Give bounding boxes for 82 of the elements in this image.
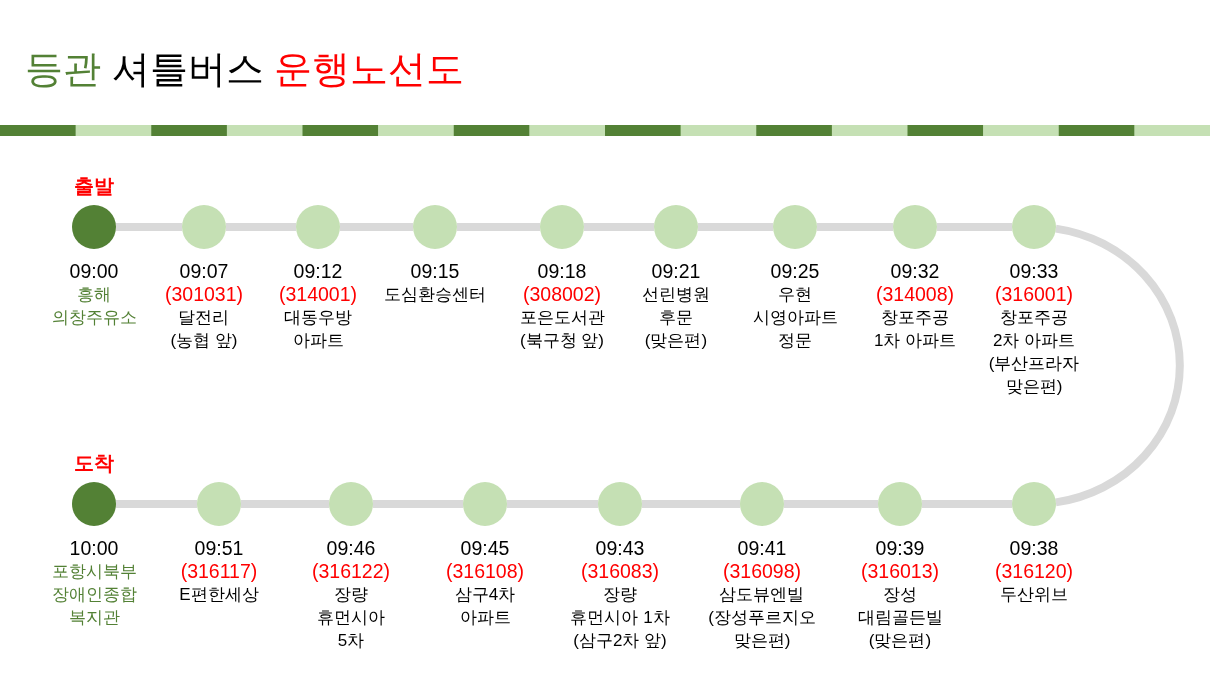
stop-circle <box>296 205 340 249</box>
stop-name: 장량 휴먼시아 5차 <box>317 584 385 652</box>
time-label: 09:38 <box>1009 537 1059 560</box>
stop-circle <box>893 205 937 249</box>
stop-name: 창포주공 2차 아파트 (부산프라자 맞은편) <box>988 307 1080 398</box>
stop-code: (316083) <box>580 560 660 583</box>
stop-code: (314008) <box>875 283 955 306</box>
stop-name: 장량 휴먼시아 1차 (삼구2차 앞) <box>570 584 670 652</box>
stop-circle <box>413 205 457 249</box>
stop-circle <box>463 482 507 526</box>
stop-code: (316117) <box>180 560 258 583</box>
stop-circle <box>1012 482 1056 526</box>
route-line <box>457 223 540 231</box>
stop-code: (308002) <box>522 283 602 306</box>
stop-name: 선린병원 후문 (맞은편) <box>642 284 710 352</box>
time-label: 10:00 <box>69 537 119 560</box>
stop-circle <box>878 482 922 526</box>
stop-name: 삼도뷰엔빌 (장성푸르지오 맞은편) <box>708 584 816 652</box>
stop-circle <box>72 482 116 526</box>
route-line <box>116 223 182 231</box>
time-label: 09:33 <box>1009 260 1059 283</box>
terminal-label: 출발 <box>74 174 114 199</box>
time-label: 09:15 <box>410 260 460 283</box>
time-label: 09:18 <box>537 260 587 283</box>
title: 등관 셔틀버스 운행노선도 <box>25 47 465 92</box>
route-line <box>116 500 197 508</box>
stop-name: 삼구4차 아파트 <box>454 584 516 629</box>
time-label: 09:41 <box>737 537 787 560</box>
route-line <box>642 500 740 508</box>
stop-circle <box>654 205 698 249</box>
time-label: 09:46 <box>326 537 376 560</box>
time-label: 09:51 <box>194 537 244 560</box>
time-label: 09:12 <box>293 260 343 283</box>
time-label: 09:07 <box>179 260 229 283</box>
route-line <box>698 223 773 231</box>
route-line <box>937 223 1012 231</box>
stop-circle <box>72 205 116 249</box>
route-line <box>340 223 413 231</box>
time-label: 09:32 <box>890 260 940 283</box>
stop-circle <box>773 205 817 249</box>
stop-circle <box>540 205 584 249</box>
route-line <box>241 500 329 508</box>
stop-name: 포은도서관 (북구청 앞) <box>519 307 605 352</box>
route-line <box>584 223 654 231</box>
stop-circle <box>329 482 373 526</box>
stop-circle <box>182 205 226 249</box>
stop-circle <box>197 482 241 526</box>
stop-name: E편한세상 <box>179 584 259 606</box>
stop-code: (316098) <box>722 560 802 583</box>
stop-name: 두산위브 <box>1000 584 1068 606</box>
route-line <box>507 500 598 508</box>
route-line <box>1055 224 1184 507</box>
stop-code: (301031) <box>164 283 244 306</box>
time-label: 09:39 <box>875 537 925 560</box>
stop-name: 창포주공 1차 아파트 <box>873 307 957 352</box>
stop-circle <box>740 482 784 526</box>
route-line <box>784 500 878 508</box>
stop-name: 장성 대림골든빌 (맞은편) <box>857 584 943 652</box>
stop-name: 도심환승센터 <box>384 284 486 306</box>
stop-circle <box>598 482 642 526</box>
route-line <box>922 500 1012 508</box>
time-label: 09:00 <box>69 260 119 283</box>
route-line <box>226 223 296 231</box>
stop-code: (316001) <box>994 283 1074 306</box>
time-label: 09:43 <box>595 537 645 560</box>
stop-code: (316013) <box>860 560 940 583</box>
stop-code: (316122) <box>311 560 391 583</box>
time-label: 09:21 <box>651 260 701 283</box>
stop-code: (316108) <box>445 560 525 583</box>
stop-name: 흥해 의창주유소 <box>51 284 137 329</box>
route-line <box>817 223 893 231</box>
stop-circle <box>1012 205 1056 249</box>
stop-name: 달전리 (농협 앞) <box>170 307 238 352</box>
time-label: 09:25 <box>770 260 820 283</box>
stop-name: 우현 시영아파트 정문 <box>752 284 838 352</box>
route-line <box>373 500 463 508</box>
stop-name: 포항시북부 장애인종합 복지관 <box>51 561 137 629</box>
time-label: 09:45 <box>460 537 510 560</box>
stop-name: 대동우방 아파트 <box>284 307 352 352</box>
stop-code: (316120) <box>994 560 1074 583</box>
terminal-label: 도착 <box>74 451 114 476</box>
stop-code: (314001) <box>278 283 358 306</box>
